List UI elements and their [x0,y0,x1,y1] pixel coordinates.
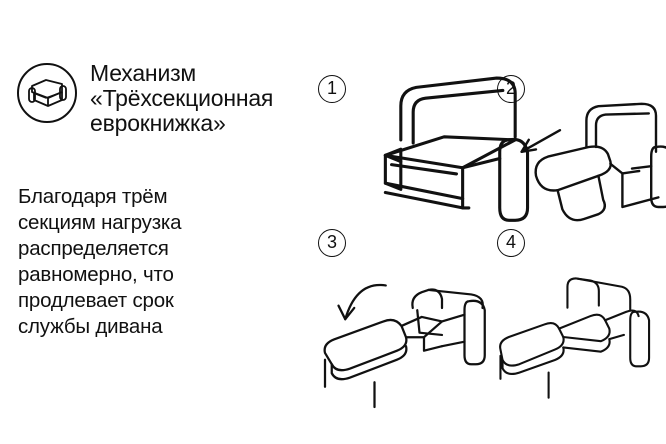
unfolded-bed-icon [499,277,651,399]
step-number-badge: 1 [318,75,346,103]
title-line-1: Механизм [90,60,197,86]
step-number-badge: 3 [318,229,346,257]
description-text: Благодаря трём секциям нагрузка распреде… [18,184,308,340]
title-line-2: «Трёхсекционная [90,85,274,111]
title-line-3: еврокнижка» [90,110,226,136]
step-number-badge: 2 [497,75,525,103]
description-line: равномерно, что [18,263,174,286]
description-line: службы дивана [18,315,163,338]
lower-backrest-sofa-icon [323,283,486,409]
step-number-badge: 4 [497,229,525,257]
description-line: секциям нагрузка [18,211,182,234]
description-line: Благодаря трём [18,185,168,208]
sofa-logo-icon [17,63,77,123]
pull-out-sofa-icon [520,102,666,222]
description-line: продлевает срок [18,289,174,312]
description-line: распределяется [18,237,169,260]
page-title: Механизм «Трёхсекционная еврокнижка» [90,61,273,136]
